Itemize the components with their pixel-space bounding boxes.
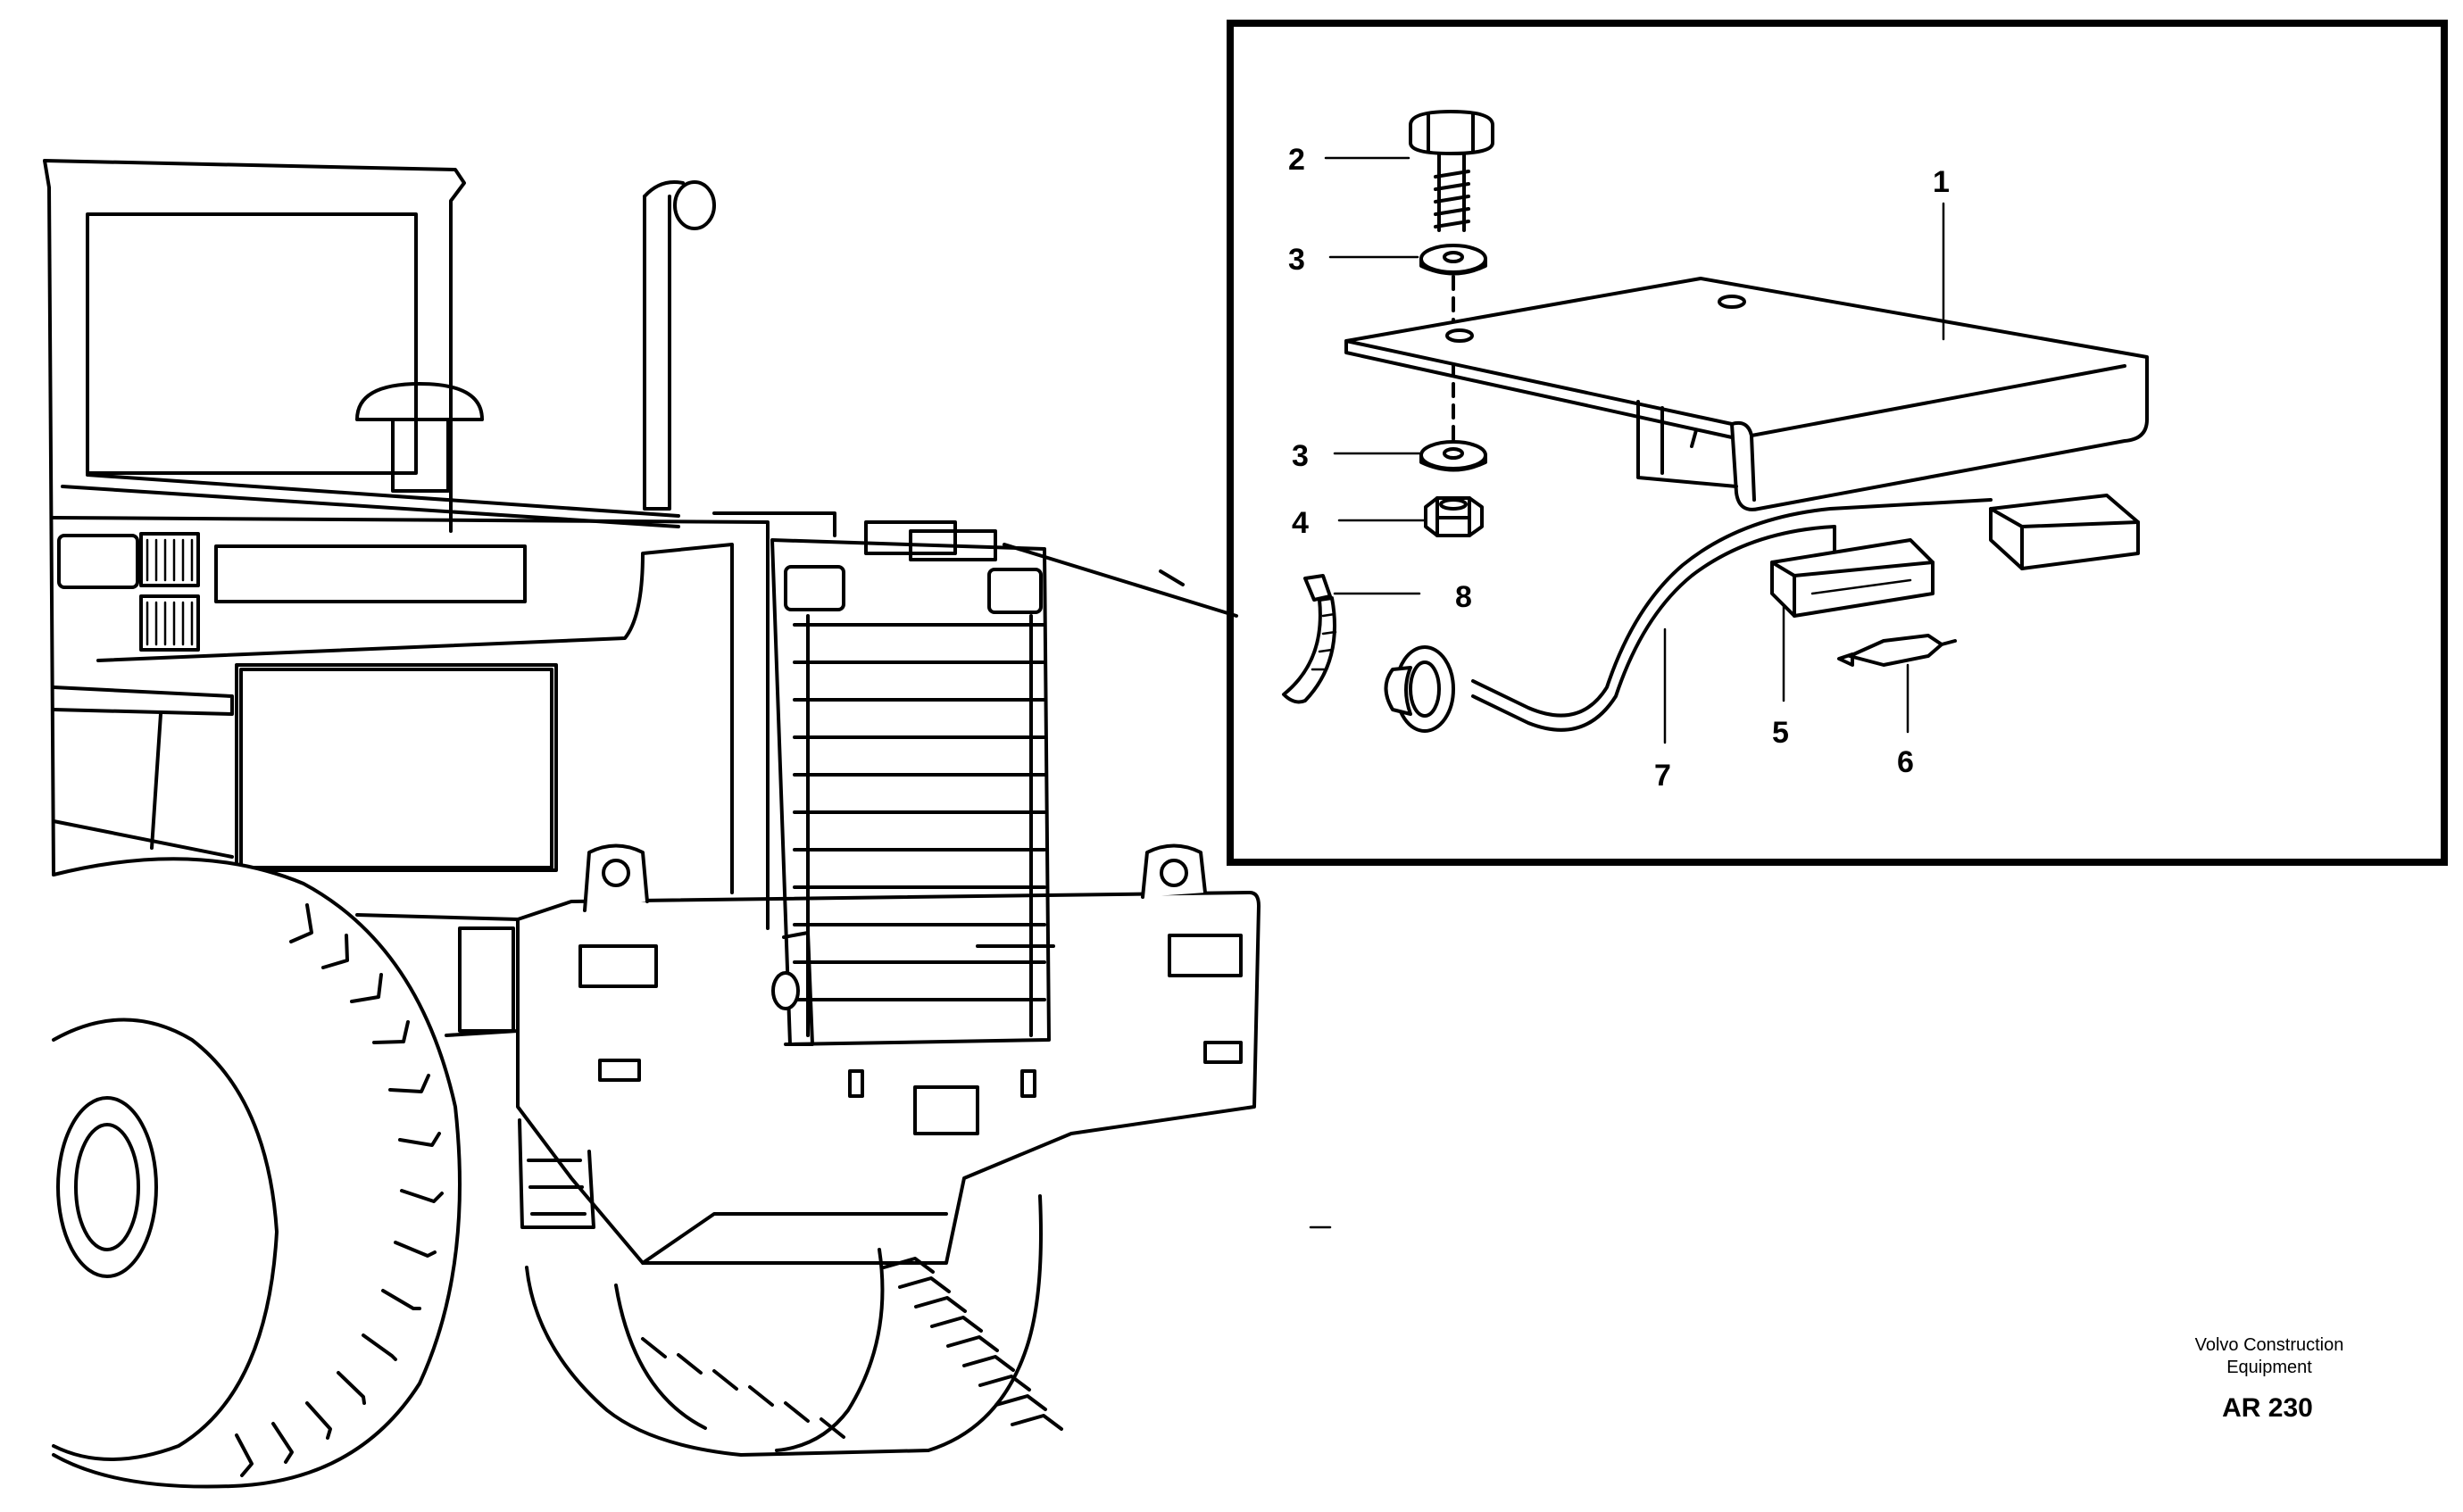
counterweight: [355, 843, 1261, 1265]
mounting-plate-icon: [1344, 277, 2149, 511]
callout-7: 7: [1654, 759, 1671, 793]
rear-left-wheel: [52, 857, 462, 1489]
reference-code: AR 230: [2222, 1393, 2313, 1423]
washer-upper-icon: [1419, 244, 1487, 276]
connector-rear-icon: [1989, 494, 2140, 570]
washer-lower-icon: [1419, 440, 1487, 472]
hex-nut-icon: [1424, 496, 1484, 537]
callout-labels: 1 2 3 3 4 5 6 7 8: [1288, 143, 1950, 793]
callout-2: 2: [1288, 143, 1305, 177]
bulb-icon: [1837, 634, 1957, 667]
bolt-icon: [1409, 110, 1494, 232]
company-name-line2: Equipment: [2226, 1358, 2312, 1377]
reference-block: Volvo Construction Equipment AR 230: [2195, 1335, 2344, 1423]
callout-8: 8: [1455, 580, 1472, 614]
callout-4: 4: [1292, 506, 1309, 540]
wheel-loader-illustration: [43, 159, 1261, 1489]
rear-body: [52, 511, 997, 930]
connector-icon: [1770, 538, 1935, 618]
grommet-icon: [1384, 645, 1455, 733]
callout-6: 6: [1897, 745, 1914, 779]
callout-3-lower: 3: [1292, 439, 1309, 473]
detail-leader-line: [1003, 543, 1238, 618]
callout-leaders: [1324, 156, 1945, 744]
wire-harness-icon: [1471, 498, 1993, 732]
detail-box: [1227, 20, 2448, 866]
detail-parts: 1 2 3 3 4 5 6 7 8: [1282, 110, 2149, 793]
cable-tie-icon: [1282, 574, 1337, 704]
callout-1: 1: [1933, 165, 1950, 199]
callout-3-upper: 3: [1288, 243, 1305, 277]
company-name-line1: Volvo Construction: [2195, 1335, 2344, 1355]
callout-5: 5: [1772, 716, 1789, 750]
radiator-grille: [770, 538, 1051, 1046]
rear-right-wheel: [525, 1194, 1063, 1457]
